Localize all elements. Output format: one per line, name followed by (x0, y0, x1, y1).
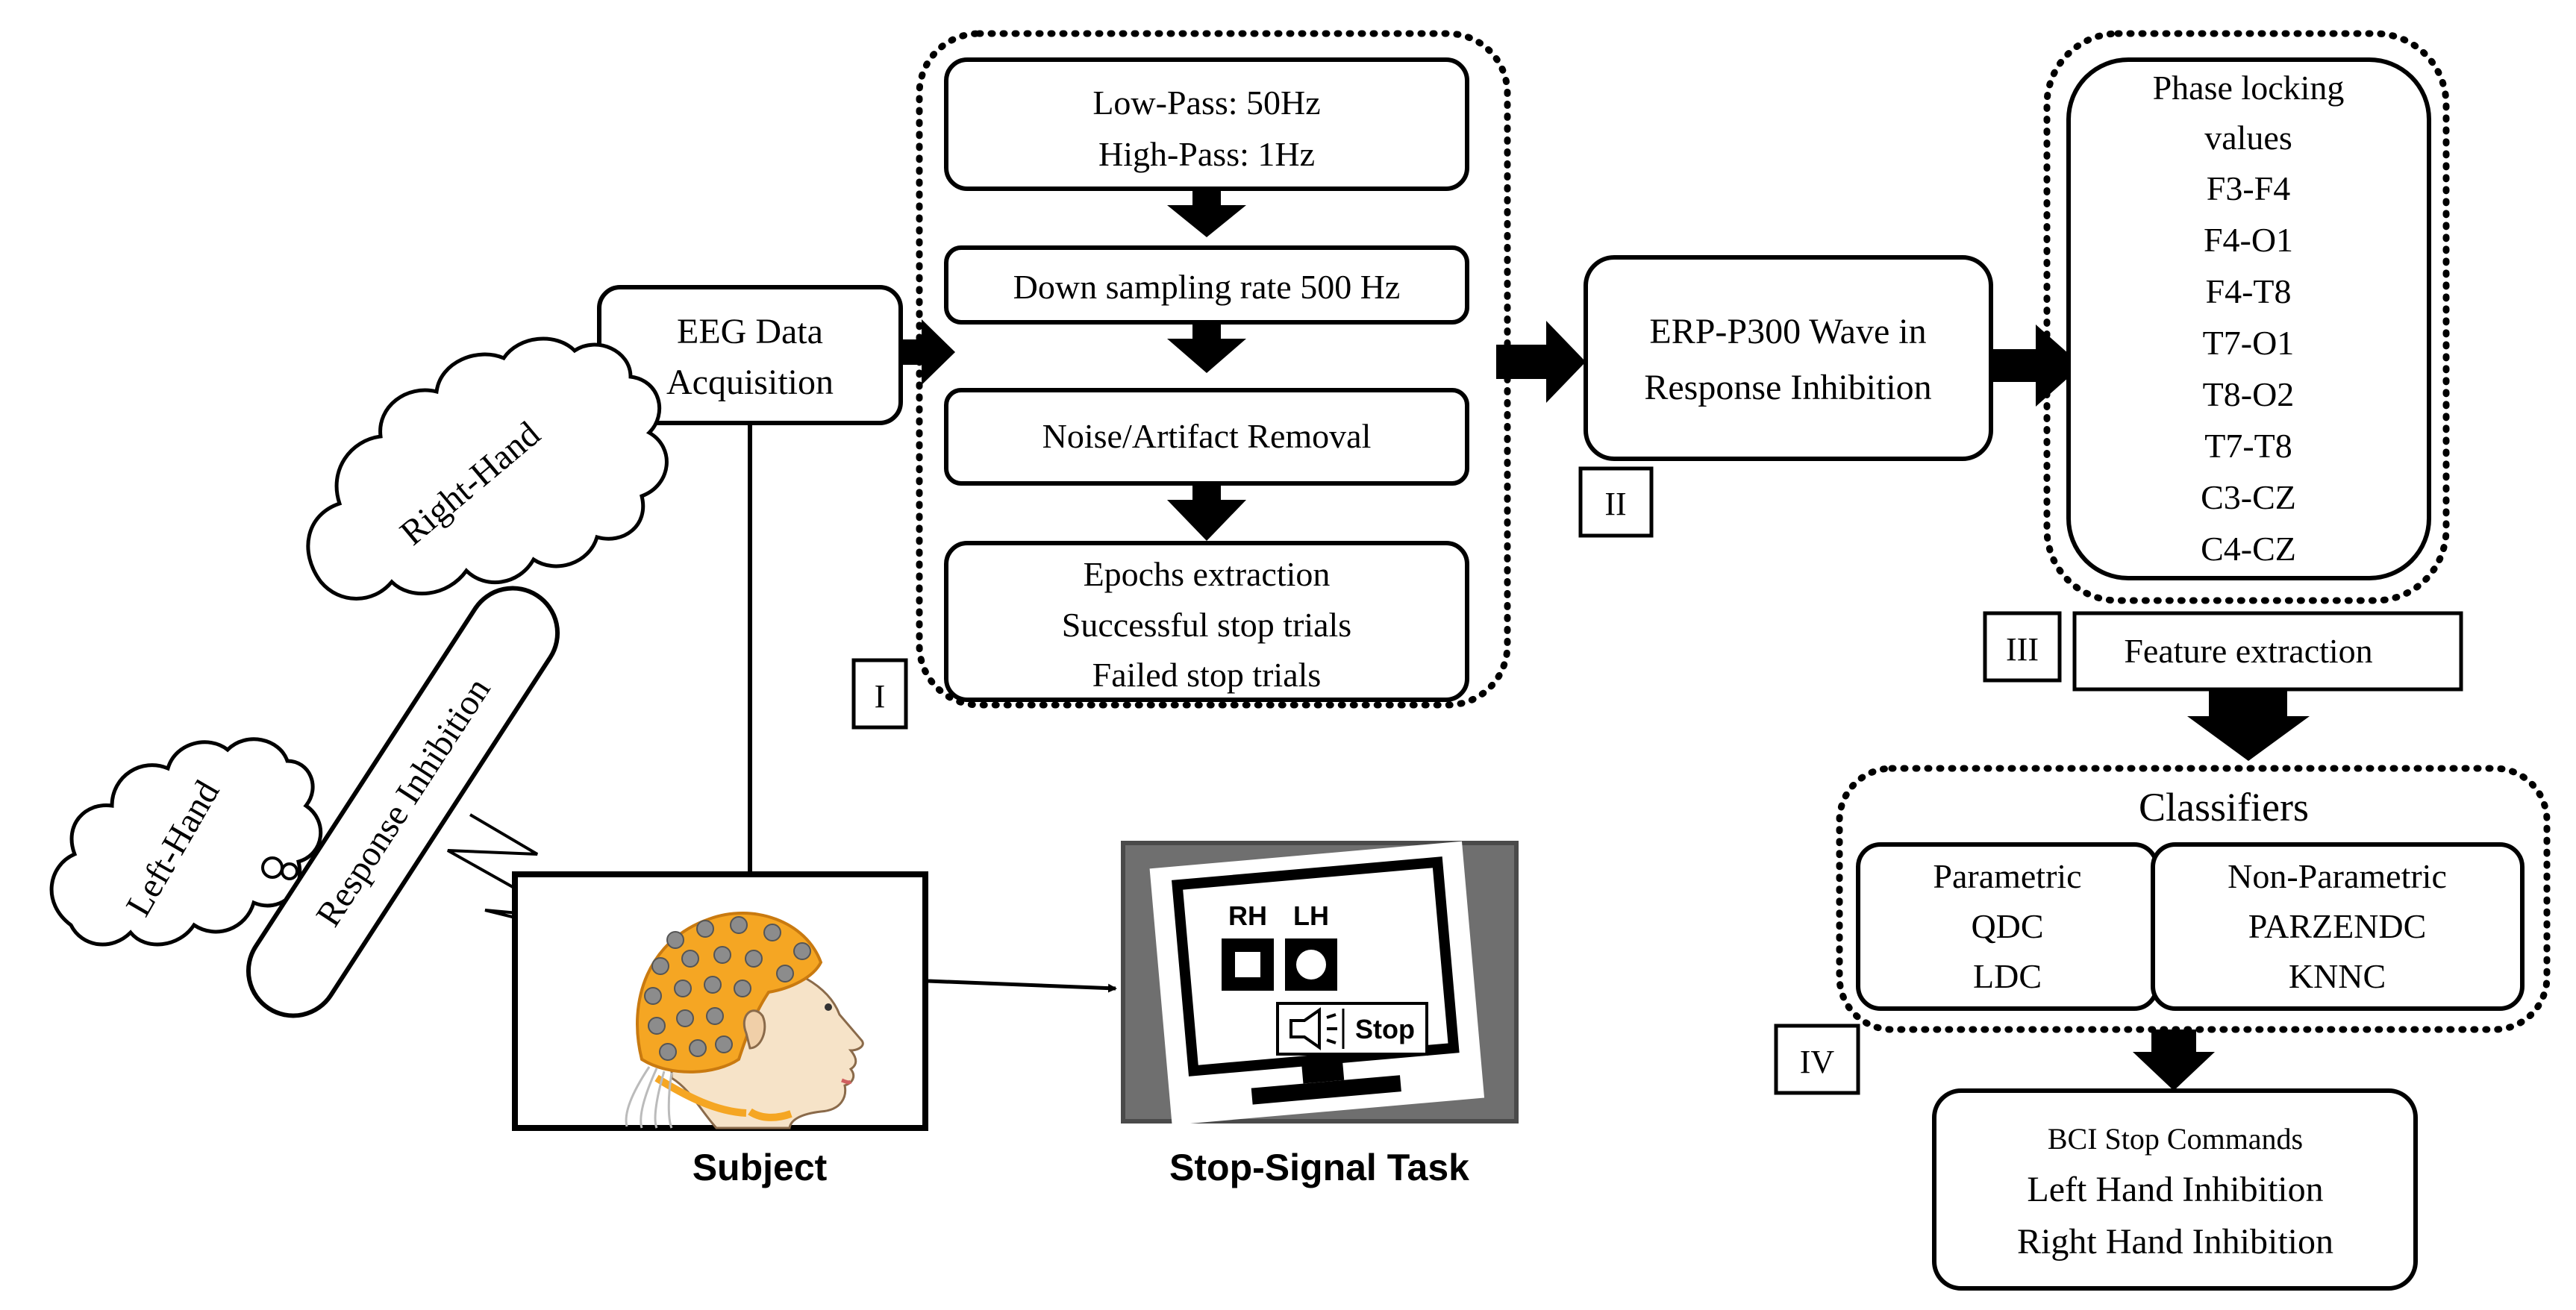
electrode (715, 1035, 733, 1053)
stage-iii-marker-box (1983, 611, 2062, 683)
stage-ii-marker: II (1604, 486, 1626, 522)
non-parametric-classifier: KNNC (2289, 957, 2386, 995)
feature-extraction-box (2072, 611, 2463, 692)
stage-iv-marker: IV (1800, 1044, 1835, 1080)
parametric-heading: Parametric (1933, 857, 2081, 895)
electrode (763, 924, 781, 941)
arrow-feature-to-classifiers (2187, 689, 2310, 761)
plv-pair-item: T8-O2 (2203, 375, 2295, 413)
arrow-filter-to-downsampling (1167, 189, 1246, 237)
electrode (734, 980, 751, 997)
stage-iii-marker: III (2006, 631, 2039, 668)
erp-p300-box (1584, 255, 1993, 461)
electrode (644, 987, 662, 1005)
downsampling-label: Down sampling rate 500 Hz (1013, 268, 1401, 306)
noise-removal-label: Noise/Artifact Removal (1042, 417, 1372, 455)
left-hand-thought-cloud: Left-Hand (49, 737, 323, 947)
electrode (674, 980, 692, 997)
electrode (793, 942, 811, 960)
stage-iii-dotted-container (2043, 30, 2450, 604)
left-hand-inhibition-label: Left Hand Inhibition (2027, 1170, 2323, 1209)
stage-ii-marker-box (1578, 466, 1654, 538)
arrow-stage-ii-to-stage-iii (1991, 325, 2082, 407)
right-hand-inhibition-label: Right Hand Inhibition (2017, 1222, 2333, 1262)
classifiers-title: Classifiers (2139, 785, 2309, 830)
task-lh-label: LH (1293, 900, 1329, 931)
electrode (689, 1039, 707, 1057)
epochs-extraction-label: Epochs extraction (1084, 555, 1331, 593)
plv-pair-item: C4-CZ (2201, 530, 2296, 568)
electrode (776, 965, 794, 982)
classifiers-dotted-container (1836, 765, 2551, 1033)
arrow-acquisition-to-stage-i (901, 319, 955, 385)
plv-pair-item: C3-CZ (2201, 478, 2296, 516)
task-rh-label: RH (1228, 900, 1267, 931)
non-parametric-classifier: PARZENDC (2248, 907, 2427, 945)
parametric-classifier: LDC (1973, 957, 2042, 995)
eeg-electrodes (644, 916, 811, 1061)
arrow-downsampling-to-noise (1167, 322, 1246, 373)
plv-pair-item: T7-T8 (2204, 427, 2292, 465)
feature-extraction-label: Feature extraction (2124, 632, 2372, 670)
electrode (659, 1043, 677, 1061)
bci-output-box (1932, 1088, 2418, 1291)
electrode (696, 920, 714, 938)
speaker-icon (1289, 1007, 1321, 1050)
non-parametric-heading: Non-Parametric (2228, 857, 2447, 895)
eeg-cap-head-illustration (625, 912, 864, 1129)
erp-p300-line2: Response Inhibition (1644, 368, 1931, 407)
epochs-box (944, 541, 1469, 702)
arrow-stage-i-to-stage-ii (1496, 321, 1586, 403)
electrode (745, 950, 763, 968)
task-caption: Stop-Signal Task (1169, 1147, 1469, 1188)
filter-lowpass-label: Low-Pass: 50Hz (1092, 84, 1320, 122)
electrode (651, 957, 669, 975)
bci-output-title: BCI Stop Commands (2048, 1122, 2303, 1156)
plv-title-line1: Phase locking (2153, 69, 2345, 107)
thought-lightning-bolt (447, 813, 613, 943)
electrode (706, 1007, 724, 1025)
plv-title-line2: values (2204, 119, 2292, 157)
successful-stop-trials-label: Successful stop trials (1062, 606, 1351, 644)
electrode (730, 916, 748, 934)
failed-stop-trials-label: Failed stop trials (1092, 656, 1322, 694)
filter-highpass-label: High-Pass: 1Hz (1098, 135, 1315, 173)
eeg-acquisition-line1: EEG Data (677, 312, 823, 351)
eeg-acquisition-line2: Acquisition (666, 363, 834, 402)
erp-p300-line1: ERP-P300 Wave in (1649, 312, 1926, 351)
arrow-noise-to-epochs (1167, 483, 1246, 541)
task-rh-square-inner (1235, 952, 1260, 977)
task-lh-circle-inner (1296, 950, 1326, 980)
electrode (648, 1017, 666, 1035)
parametric-classifier: QDC (1971, 907, 2043, 945)
electrode (666, 931, 684, 949)
arrow-classifiers-to-output (2133, 1029, 2215, 1091)
electrode (681, 950, 699, 968)
stage-iv-marker-box (1774, 1024, 1860, 1095)
subject-caption: Subject (693, 1147, 828, 1188)
plv-pair-item: F3-F4 (2207, 169, 2290, 207)
electrode (704, 976, 722, 994)
right-hand-thought-cloud: Right-Hand (306, 336, 669, 701)
plv-pair-item: T7-O1 (2203, 324, 2295, 362)
task-stop-label: Stop (1355, 1014, 1415, 1044)
plv-pair-item: F4-O1 (2204, 221, 2293, 259)
arrow-subject-to-task (928, 979, 1117, 993)
electrode (676, 1009, 694, 1027)
plv-box (2066, 57, 2431, 580)
stage-i-marker: I (875, 678, 886, 715)
response-inhibition-thought-label: Response Inhibition (308, 671, 498, 933)
electrode (713, 946, 731, 964)
plv-pair-item: F4-T8 (2206, 272, 2292, 310)
sound-waves-icon (1326, 1013, 1337, 1044)
non-parametric-box (2151, 842, 2525, 1011)
stage-i-marker-box (851, 658, 908, 730)
